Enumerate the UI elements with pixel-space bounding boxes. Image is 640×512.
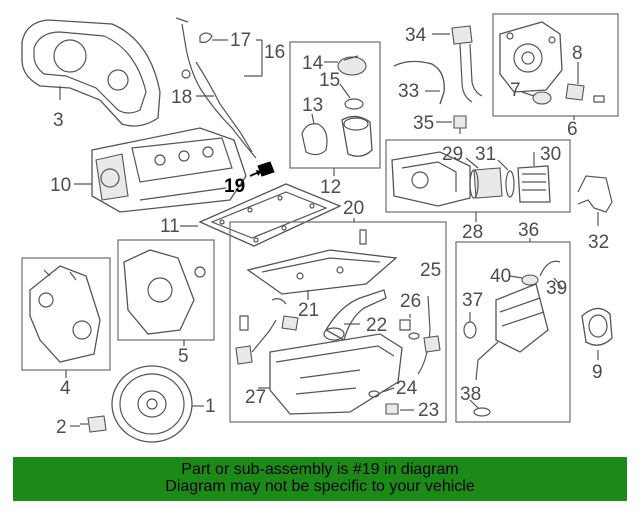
part-10-intake-manifold[interactable]	[91, 127, 247, 213]
part-9-seal[interactable]	[581, 307, 613, 346]
part-18-dipstick-tube[interactable]	[175, 17, 257, 159]
label-39: 39	[546, 278, 567, 299]
part-23-drain-plug[interactable]	[385, 403, 399, 415]
part-8-valve[interactable]	[565, 62, 585, 101]
exploded-parts-diagram: 3 10 17 16 18 14 15	[21, 13, 619, 443]
part-25-tube[interactable]	[417, 295, 441, 375]
part-17-clip[interactable]	[199, 32, 213, 43]
label-5: 5	[178, 346, 189, 367]
part-6-water-pump[interactable]	[499, 21, 563, 93]
group-box-12	[289, 41, 381, 169]
label-6: 6	[567, 119, 578, 140]
part-35-sensor[interactable]	[453, 115, 467, 134]
part-33-hose[interactable]	[393, 60, 445, 105]
group-box-28	[385, 139, 571, 213]
label-25: 25	[420, 260, 441, 281]
part-22-pickup-tube[interactable]	[323, 289, 387, 341]
label-15: 15	[319, 70, 340, 91]
part-40-cap[interactable]	[521, 274, 539, 286]
part-21-baffle[interactable]	[246, 249, 398, 295]
part-30-filter-cap[interactable]	[517, 165, 551, 203]
part-34-pcv-valve[interactable]	[451, 25, 483, 103]
label-12: 12	[320, 177, 341, 198]
label-30: 30	[540, 144, 561, 165]
part-2-pulley-bolt[interactable]	[80, 415, 107, 433]
part-27-sensor[interactable]	[235, 319, 277, 365]
label-18: 18	[171, 87, 192, 108]
part-31-o-ring[interactable]	[505, 170, 515, 198]
part-connector[interactable]	[271, 298, 299, 331]
part-11-oil-pan-gasket[interactable]	[198, 183, 342, 247]
label-7: 7	[510, 80, 521, 101]
label-35: 35	[413, 113, 434, 134]
label-2: 2	[56, 417, 67, 438]
label-31: 31	[475, 144, 496, 165]
label-10: 10	[50, 175, 71, 196]
part-7-seal[interactable]	[532, 91, 552, 105]
part-36-separator[interactable]	[475, 283, 549, 381]
label-16: 16	[264, 42, 285, 63]
label-19-highlighted: 19	[224, 176, 245, 197]
part-24-washer[interactable]	[368, 390, 380, 398]
label-28: 28	[462, 222, 483, 243]
part-4-engine-mount[interactable]	[29, 265, 101, 363]
part-19-highlighted[interactable]	[249, 161, 275, 177]
label-20: 20	[343, 198, 364, 219]
part-26-plug[interactable]	[399, 319, 420, 340]
part-38-o-ring[interactable]	[473, 407, 491, 417]
banner-line-2: Diagram may not be specific to your vehi…	[165, 478, 475, 495]
group-box-5	[117, 239, 215, 341]
banner-line-1: Part or sub-assembly is #19 in diagram	[181, 461, 459, 478]
label-37: 37	[462, 290, 483, 311]
part-1-crank-pulley[interactable]	[111, 365, 193, 443]
part-39-hose[interactable]	[539, 260, 561, 277]
label-13: 13	[302, 95, 323, 116]
label-27: 27	[245, 387, 266, 408]
part-bolt-small[interactable]	[239, 315, 249, 331]
label-32: 32	[588, 232, 609, 253]
label-22: 22	[366, 315, 387, 336]
part-filler-neck[interactable]	[341, 115, 373, 157]
part-3-timing-cover[interactable]	[21, 19, 161, 127]
group-box-6	[492, 13, 619, 117]
label-9: 9	[592, 362, 603, 383]
part-5-bracket[interactable]	[123, 249, 206, 335]
label-29: 29	[442, 144, 463, 165]
label-14: 14	[302, 53, 324, 74]
part-29-filter-element[interactable]	[469, 167, 503, 199]
label-33: 33	[398, 81, 419, 102]
info-banner: Part or sub-assembly is #19 in diagram D…	[13, 457, 627, 501]
part-13-gasket[interactable]	[301, 123, 328, 156]
label-4: 4	[60, 378, 71, 399]
label-36: 36	[518, 220, 539, 241]
part-bolt-6[interactable]	[593, 95, 605, 103]
label-1: 1	[205, 396, 216, 417]
label-17: 17	[230, 30, 251, 51]
part-27-oil-pan[interactable]	[269, 333, 403, 415]
group-box-36	[455, 241, 571, 423]
label-34: 34	[405, 25, 427, 46]
label-24: 24	[396, 378, 418, 399]
part-14-oil-cap[interactable]	[337, 55, 367, 76]
label-21: 21	[298, 300, 319, 321]
label-23: 23	[418, 400, 439, 421]
label-26: 26	[400, 291, 421, 312]
part-bolt-20[interactable]	[359, 229, 367, 245]
part-28-filter-housing[interactable]	[391, 151, 471, 207]
label-38: 38	[460, 384, 481, 405]
part-32-bracket[interactable]	[577, 175, 613, 213]
label-3: 3	[53, 110, 64, 131]
group-box-20	[229, 221, 447, 423]
part-37-o-ring[interactable]	[463, 321, 477, 339]
label-11: 11	[160, 216, 180, 237]
label-8: 8	[572, 43, 583, 64]
part-15-seal[interactable]	[344, 98, 364, 110]
label-40: 40	[490, 266, 511, 287]
